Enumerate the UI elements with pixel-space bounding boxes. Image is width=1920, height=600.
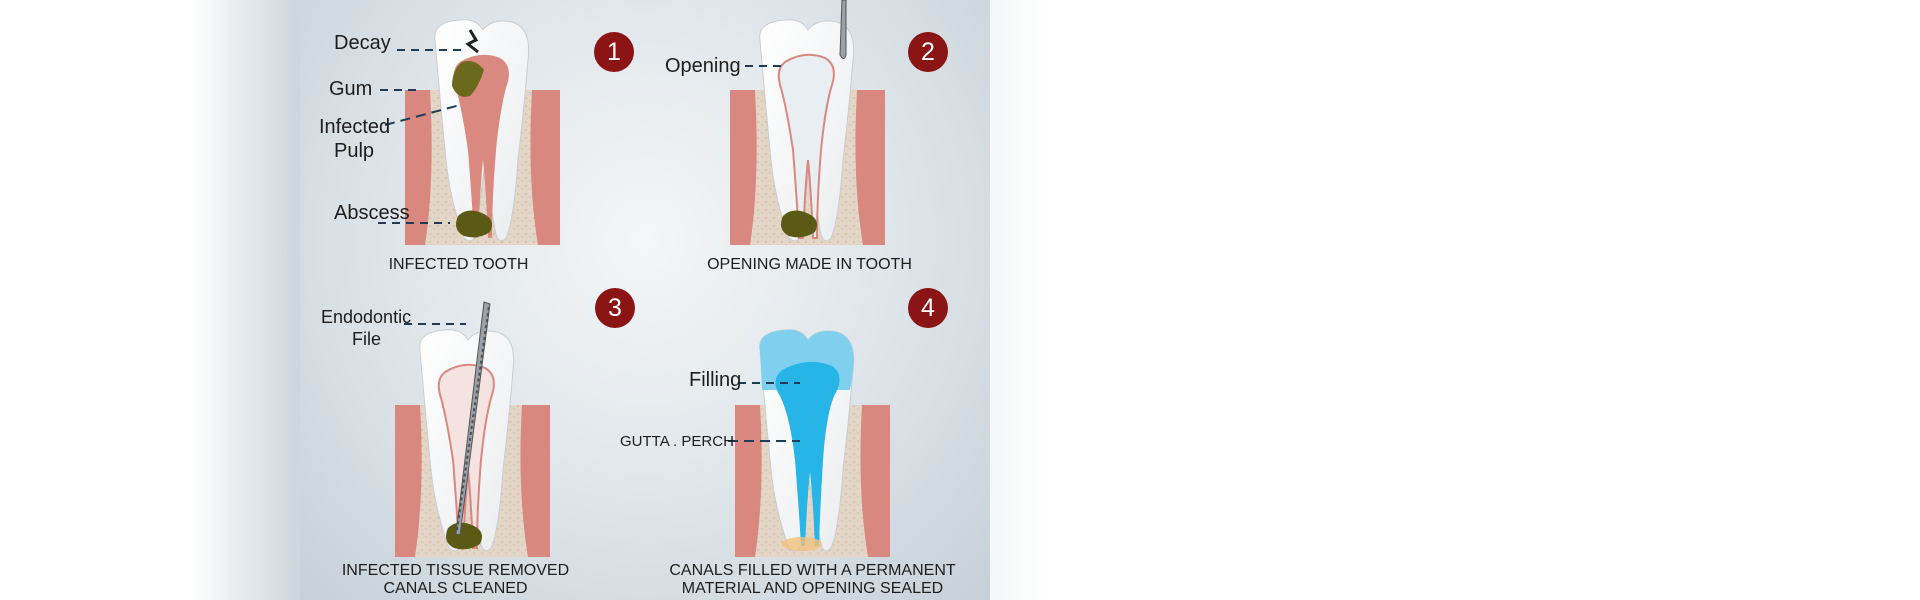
pulp-leader bbox=[384, 104, 461, 126]
dental-probe-icon bbox=[839, 0, 847, 59]
step-1-badge: 1 bbox=[594, 32, 634, 72]
cleaned-tooth-illustration bbox=[395, 301, 550, 557]
step-1-caption-line1: INFECTED TOOTH bbox=[388, 256, 529, 273]
file-label-line2: File bbox=[352, 329, 382, 349]
filling-label: Filling bbox=[689, 369, 742, 391]
filled-tooth-illustration bbox=[728, 329, 890, 557]
step-3-badge: 3 bbox=[595, 288, 635, 328]
gum-label: Gum bbox=[329, 78, 373, 100]
gutta-percha-label: GUTTA . PERCH bbox=[620, 433, 734, 450]
step-4-caption-line1: CANALS FILLED WITH A PERMANENT bbox=[669, 562, 956, 579]
step-2-panel: Opening OPENING MADE IN TOOTH 2 bbox=[620, 0, 965, 300]
endodontic-file-icon bbox=[455, 301, 491, 536]
healed-area bbox=[782, 537, 822, 551]
abscess-spot bbox=[456, 210, 492, 238]
step-4-panel: Filling GUTTA . PERCH CANALS FILLED WITH… bbox=[620, 288, 965, 600]
cleaned-pulp-chamber bbox=[777, 53, 835, 239]
infected-pulp-label-line1: Infected bbox=[319, 116, 391, 138]
gum-right bbox=[520, 405, 550, 557]
file-thread bbox=[456, 305, 490, 531]
gum-right bbox=[860, 405, 890, 557]
opening-label: Opening bbox=[665, 55, 741, 77]
step-2-caption-line1: OPENING MADE IN TOOTH bbox=[707, 256, 912, 273]
infected-pulp bbox=[453, 54, 509, 238]
abscess-spot bbox=[446, 522, 482, 550]
step-3-caption-line1: INFECTED TISSUE REMOVED bbox=[341, 562, 570, 579]
gutta-percha-filling bbox=[775, 361, 840, 546]
step-1-panel: Decay Gum Infected Pulp Abscess INFECTED… bbox=[300, 0, 645, 300]
gum-right bbox=[855, 90, 885, 245]
step-3-panel: Endodontic File INFECTED TISSUE REMOVED … bbox=[300, 288, 645, 600]
abscess-label: Abscess bbox=[334, 202, 410, 224]
opened-tooth-illustration bbox=[730, 0, 885, 245]
infected-tooth-illustration bbox=[378, 19, 560, 245]
file-label-line1: Endodontic bbox=[321, 307, 412, 327]
gum-left bbox=[735, 405, 762, 557]
gum-left bbox=[405, 90, 432, 245]
gum-left bbox=[395, 405, 422, 557]
step-3-caption-line2: CANALS CLEANED bbox=[383, 580, 528, 597]
abscess-spot bbox=[781, 210, 817, 238]
decay-spot bbox=[452, 61, 484, 97]
gum-left bbox=[730, 90, 757, 245]
infected-pulp-label-line2: Pulp bbox=[334, 140, 375, 162]
step-4-badge: 4 bbox=[908, 288, 948, 328]
step-4-caption-line2: MATERIAL AND OPENING SEALED bbox=[681, 580, 944, 597]
gum-right bbox=[530, 90, 560, 245]
decay-crack bbox=[465, 29, 479, 54]
decay-label: Decay bbox=[334, 32, 391, 54]
step-2-badge: 2 bbox=[908, 32, 948, 72]
